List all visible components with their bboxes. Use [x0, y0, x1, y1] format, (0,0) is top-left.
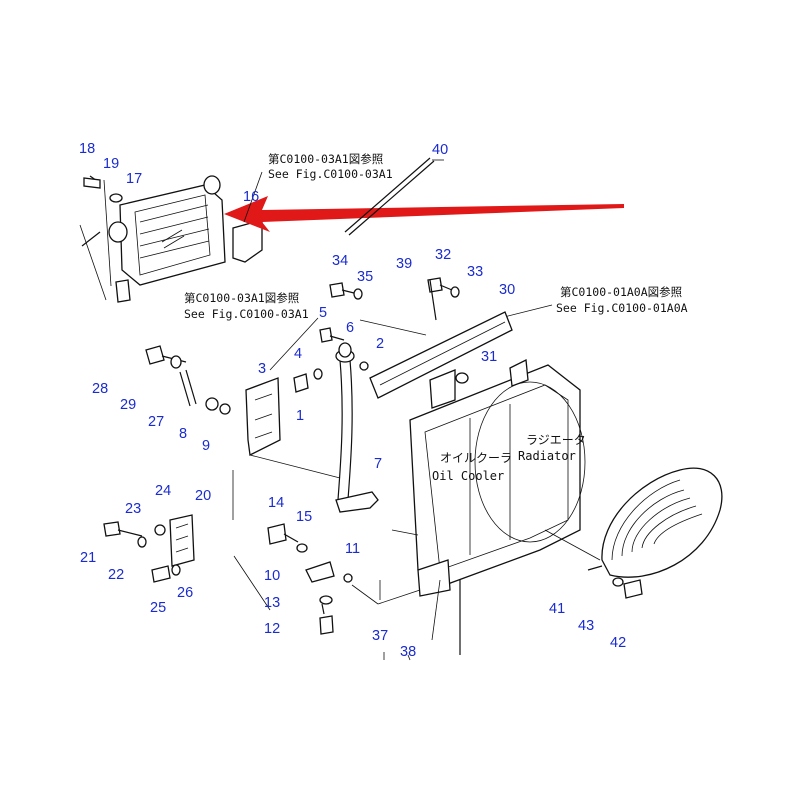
oil-cooler-label-jp: オイルクーラ — [440, 451, 512, 465]
callout-29: 29 — [120, 397, 136, 413]
callout-17: 17 — [126, 171, 142, 187]
callout-30: 30 — [499, 282, 515, 298]
ref-right-en: See Fig.C0100-01A0A — [556, 301, 688, 315]
callout-27: 27 — [148, 414, 164, 430]
callout-31: 31 — [481, 349, 497, 365]
fan-guard-part-41 — [587, 467, 723, 599]
bracket-part-10 — [267, 523, 353, 635]
ref-top-jp: 第C0100-03A1図参照 — [268, 152, 383, 166]
callout-8: 8 — [179, 426, 187, 442]
callout-18: 18 — [79, 141, 95, 157]
callout-39: 39 — [396, 256, 412, 272]
pointer-arrow — [224, 196, 624, 232]
callout-10: 10 — [264, 568, 280, 584]
callout-leaders — [79, 179, 601, 611]
callout-6: 6 — [346, 320, 354, 336]
callout-14: 14 — [268, 495, 284, 511]
callout-41: 41 — [549, 601, 565, 617]
rod-part-40 — [344, 157, 444, 236]
callout-1: 1 — [296, 408, 304, 424]
oil-cooler-assembly-drawing — [81, 175, 263, 303]
ref-right-jp: 第C0100-01A0A図参照 — [560, 285, 682, 299]
callout-33: 33 — [467, 264, 483, 280]
callout-12: 12 — [264, 621, 280, 637]
oil-cooler-label-en: Oil Cooler — [432, 469, 504, 483]
fasteners — [145, 277, 469, 415]
radiator-label-en: Radiator — [518, 449, 576, 463]
callout-37: 37 — [372, 628, 388, 644]
ref-top-en: See Fig.C0100-03A1 — [268, 167, 393, 181]
callout-34: 34 — [332, 253, 348, 269]
callout-32: 32 — [435, 247, 451, 263]
callout-16: 16 — [243, 189, 259, 205]
callout-numbers: 1 2 3 4 5 6 7 8 9 10 11 12 13 14 15 16 1… — [79, 141, 626, 660]
callout-2: 2 — [376, 336, 384, 352]
callout-19: 19 — [103, 156, 119, 172]
reference-leaders — [243, 171, 553, 371]
callout-15: 15 — [296, 509, 312, 525]
ref-mid-en: See Fig.C0100-03A1 — [184, 307, 309, 321]
ref-mid-jp: 第C0100-03A1図参照 — [184, 291, 299, 305]
callout-22: 22 — [108, 567, 124, 583]
callout-26: 26 — [177, 585, 193, 601]
callout-42: 42 — [610, 635, 626, 651]
callout-28: 28 — [92, 381, 108, 397]
callout-5: 5 — [319, 305, 327, 321]
callout-40: 40 — [432, 142, 448, 158]
callout-25: 25 — [150, 600, 166, 616]
callout-7: 7 — [374, 456, 382, 472]
figure-references: 第C0100-03A1図参照 See Fig.C0100-03A1 第C0100… — [184, 152, 688, 321]
callout-13: 13 — [264, 595, 280, 611]
component-labels: オイルクーラ Oil Cooler ラジエータ Radiator — [432, 433, 586, 483]
callout-38: 38 — [400, 644, 416, 660]
callout-11: 11 — [345, 541, 360, 557]
radiator-label-jp: ラジエータ — [526, 433, 586, 447]
callout-24: 24 — [155, 483, 171, 499]
bracket-part-3 — [179, 369, 281, 456]
callout-43: 43 — [578, 618, 594, 634]
callout-4: 4 — [294, 346, 302, 362]
callout-21: 21 — [80, 550, 96, 566]
radiator-frame — [369, 311, 586, 661]
callout-23: 23 — [125, 501, 141, 517]
callout-35: 35 — [357, 269, 373, 285]
pipe-part-1 — [335, 349, 379, 513]
callout-20: 20 — [195, 488, 211, 504]
callout-3: 3 — [258, 361, 266, 377]
cooler-part-20 — [103, 514, 195, 583]
callout-9: 9 — [202, 438, 210, 454]
